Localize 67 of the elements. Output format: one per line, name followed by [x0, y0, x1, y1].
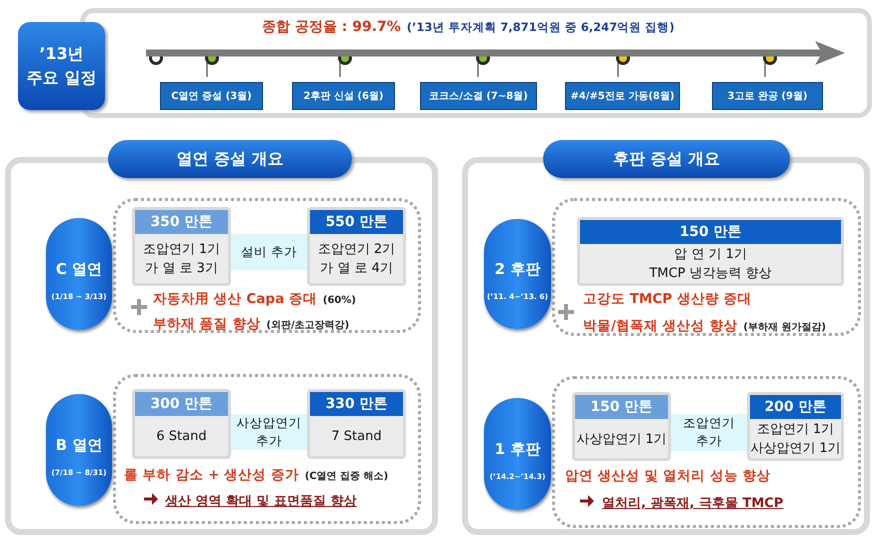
milestone-text: #4/#5전로 가동(8월) — [570, 90, 676, 103]
capacity-label: 550 만톤 — [310, 210, 403, 234]
note-text: (C열연 집중 해소) — [304, 471, 388, 482]
milestone-text: 3고로 완공 (9월) — [726, 90, 809, 103]
milestone-box — [712, 82, 823, 110]
equipment-text: 조압연기 1기 가 열 로 3기 — [142, 240, 222, 278]
equipment-text: 사상압연기 1기 — [575, 430, 668, 448]
milestone-text: 2후판 신설 (6월) — [302, 90, 385, 103]
effect-text: 박물/협폭재 생산성 향상 — [583, 318, 738, 334]
heading-pill: 열연 증설 개요 — [108, 140, 352, 178]
capacity-box — [132, 207, 231, 286]
capacity-label: 200 만톤 — [750, 395, 841, 419]
line-pill — [46, 394, 112, 506]
line-name: 1 후판 — [494, 440, 542, 459]
note-text: (부하재 원가절감) — [743, 322, 826, 333]
capacity-label: 350 만톤 — [135, 210, 228, 234]
result-text: 열처리, 광폭재, 극후물 TMCP — [602, 496, 784, 511]
group-frame — [552, 198, 861, 336]
equipment-text: 조압연기 2기 가 열 로 4기 — [316, 240, 396, 278]
effect-text: 종합 공정율 : 99.7% — [262, 19, 401, 35]
capacity-box — [307, 389, 406, 459]
effect-text: 자동차用 생산 Capa 증대 — [153, 291, 317, 307]
line-name: B 열연 — [54, 436, 104, 455]
heading-pill: 후판 증설 개요 — [543, 140, 790, 178]
line-name: 2 후판 — [494, 260, 542, 279]
action-text: 설비 추가 — [240, 243, 298, 261]
milestone-text: C열연 증설 (3월) — [170, 90, 253, 103]
title-text: ’13년 주요 일정 — [26, 43, 98, 89]
capacity-label: 330 만톤 — [310, 392, 403, 416]
milestone-text: 코크스/소결 (7~8월) — [428, 90, 529, 103]
equipment-text: 6 Stand — [155, 428, 208, 446]
title-box — [18, 22, 105, 110]
note-text: (외판/초고장력강) — [266, 320, 350, 331]
capacity-label: 300 만톤 — [135, 392, 228, 416]
milestone-box — [292, 82, 395, 110]
capacity-box — [577, 217, 844, 286]
connector-band — [229, 234, 309, 270]
line-pill — [484, 219, 551, 329]
capacity-box — [572, 392, 671, 461]
action-text: 조압연기 추가 — [682, 414, 736, 450]
effect-text: 압연 생산성 및 열처리 성능 향상 — [565, 468, 770, 484]
action-text: 사상압연기 추가 — [236, 414, 302, 450]
connector-band — [669, 414, 749, 451]
milestone-box — [565, 82, 680, 110]
line-name: C 열연 — [54, 260, 104, 279]
equipment-text: 조압연기 1기 사상압연기 1기 — [750, 420, 841, 458]
effect-text: 부하재 품질 향상 — [153, 316, 260, 332]
group-frame — [113, 198, 421, 333]
capacity-box — [307, 207, 406, 286]
group-frame — [552, 376, 861, 528]
note-text: (’13년 투자계획 7,871억원 중 6,247억원 집행) — [406, 20, 674, 34]
milestone-box — [160, 82, 263, 110]
line-pill — [46, 218, 112, 330]
note-text: (60%) — [322, 295, 356, 306]
line-pill — [484, 398, 551, 510]
group-frame — [113, 374, 421, 524]
connector-band — [229, 414, 309, 450]
result-text: 생산 영역 확대 및 표면품질 향상 — [165, 494, 357, 509]
effect-text: 고강도 TMCP 생산량 증대 — [583, 291, 752, 307]
capacity-box — [747, 392, 844, 461]
capacity-label: 150 만톤 — [575, 395, 668, 419]
capacity-box — [132, 389, 231, 459]
effect-text: 롤 부하 감소 + 생산성 증가 — [124, 467, 299, 483]
equipment-text: 7 Stand — [330, 428, 383, 446]
milestone-box — [420, 82, 537, 110]
capacity-label: 150 만톤 — [580, 220, 841, 244]
equipment-text: 압 연 기 1기 TMCP 냉각능력 향상 — [648, 246, 773, 282]
